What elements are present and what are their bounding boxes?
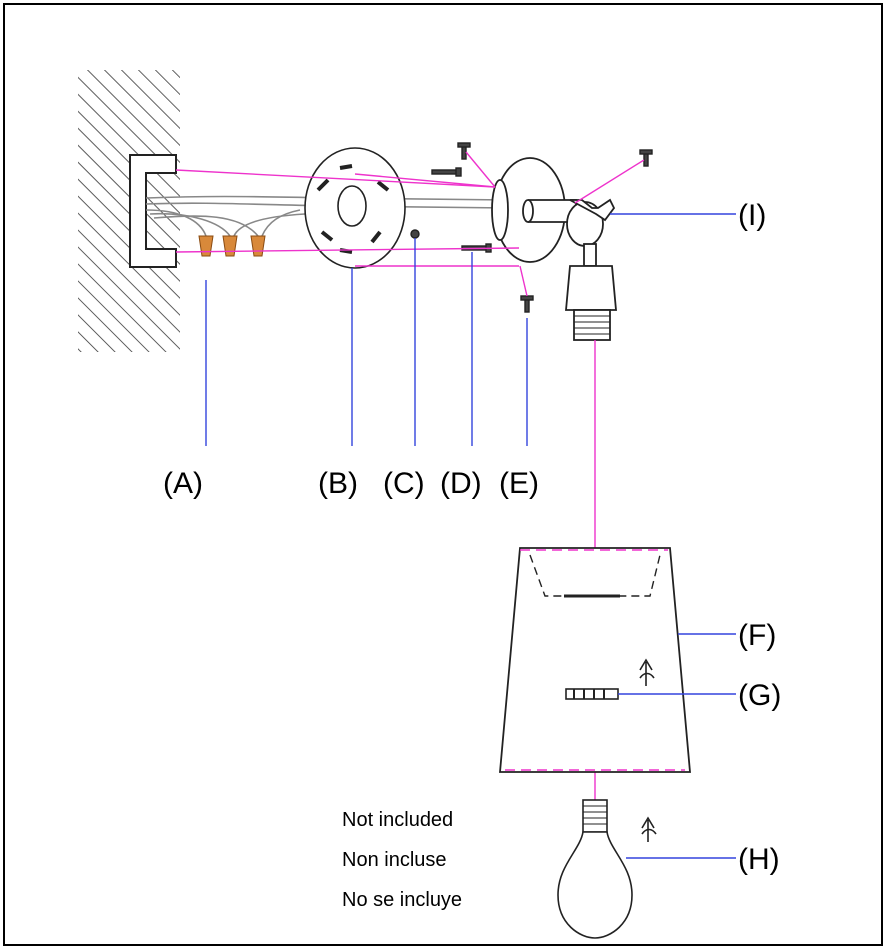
screw-e-bottom <box>520 295 534 313</box>
wire-nuts <box>198 235 266 257</box>
nut-c <box>410 229 420 239</box>
wire-nut <box>198 235 214 257</box>
label-h: (H) <box>738 843 780 876</box>
hook-loop <box>566 198 616 267</box>
note-spanish: No se incluye <box>342 889 462 911</box>
diagram-border <box>3 3 883 946</box>
label-g: (G) <box>738 679 781 712</box>
screw-e-right <box>639 149 653 167</box>
lamp-socket <box>565 265 617 341</box>
wire-nut <box>250 235 266 257</box>
label-d: (D) <box>440 467 482 500</box>
screw-e-top <box>457 142 471 160</box>
junction-box <box>129 154 177 268</box>
screw-d-top <box>431 167 462 177</box>
not-included-note: Not included Non incluse No se incluye <box>342 809 462 911</box>
label-c: (C) <box>383 467 425 500</box>
label-b: (B) <box>318 467 358 500</box>
note-french: Non incluse <box>342 849 447 871</box>
leader-lines <box>205 213 736 859</box>
rotate-arrow-icon <box>641 816 657 842</box>
lamp-shade <box>499 547 691 773</box>
part-labels: (A) (B) (C) (D) (E) (I) (F) (G) (H) <box>163 199 781 876</box>
wire-nut <box>222 235 238 257</box>
note-english: Not included <box>342 809 453 831</box>
rotate-arrow-icon <box>639 658 655 686</box>
label-i: (I) <box>738 199 766 232</box>
arm-tube <box>522 199 577 223</box>
label-a: (A) <box>163 467 203 500</box>
label-f: (F) <box>738 619 776 652</box>
label-e: (E) <box>499 467 539 500</box>
shade-ring <box>565 688 619 700</box>
light-bulb <box>557 799 633 939</box>
